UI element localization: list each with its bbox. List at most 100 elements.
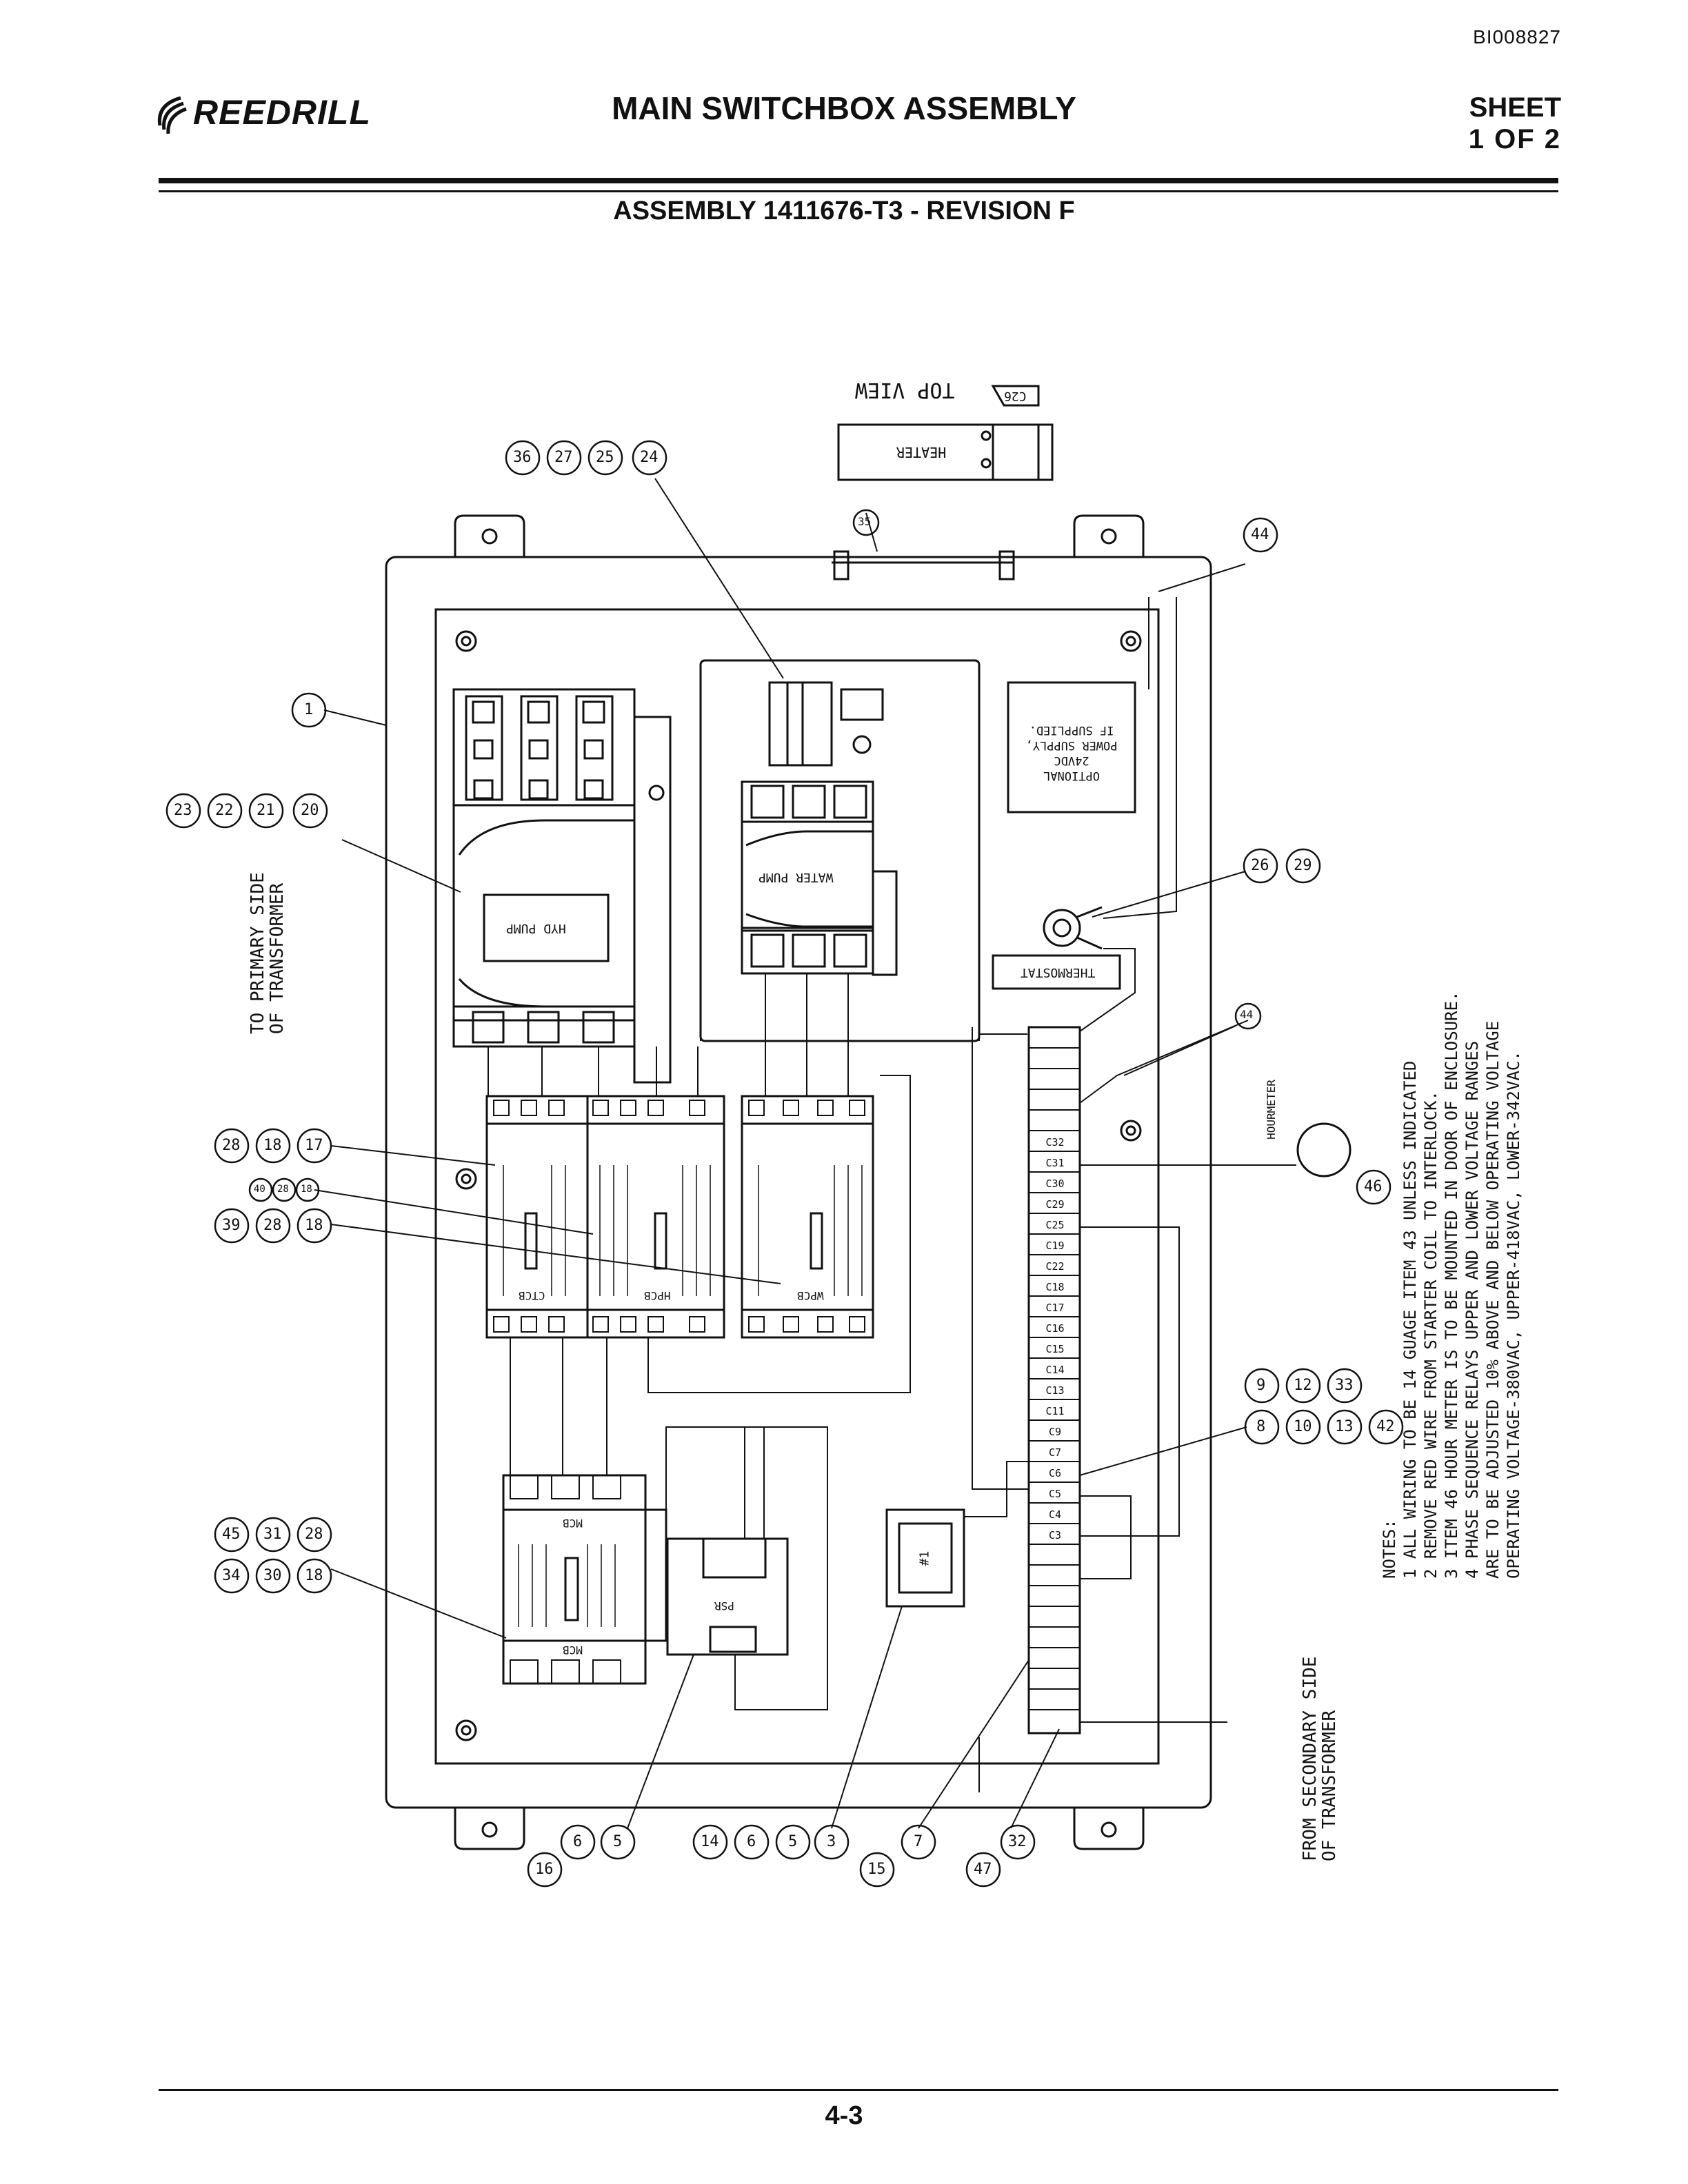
terminal-label: C5	[1048, 1488, 1062, 1500]
terminal-label: C25	[1045, 1219, 1065, 1231]
page-number: 4-3	[825, 2101, 863, 2130]
callout-number: 31	[263, 1526, 282, 1543]
terminal-label: C7	[1048, 1446, 1062, 1459]
relay-1-label: #1	[917, 1550, 932, 1566]
mcb-label-bottom: MCB	[563, 1644, 583, 1657]
breaker-ctcb-label: CTCB	[519, 1289, 545, 1302]
callout-number: 47	[974, 1861, 992, 1878]
callout-number: 23	[174, 802, 192, 819]
mount-tab-bl	[454, 1808, 525, 1850]
note-item: 3 ITEM 46 HOUR METER IS TO BE MOUNTED IN…	[1442, 991, 1461, 1579]
callout-number: 40	[254, 1184, 265, 1195]
hyd-pump-label-box	[483, 893, 610, 962]
terminal-label-list: C32 C31 C30 C29 C25 C19 C22 C18 C17 C16 …	[1034, 1132, 1076, 1546]
callout-number: 34	[222, 1567, 241, 1584]
note-item: ARE TO BE ADJUSTED 10% ABOVE AND BELOW O…	[1483, 1020, 1503, 1579]
c26-tag	[991, 385, 1040, 407]
callout-number: 22	[215, 802, 234, 819]
note-item: 1 ALL WIRING TO BE 14 GUAGE ITEM 43 UNLE…	[1400, 1060, 1420, 1579]
enclosure-outer	[385, 556, 1212, 1809]
callout-number: 8	[1256, 1418, 1266, 1435]
c26-label: C26	[1004, 389, 1027, 403]
terminal-label: C4	[1048, 1508, 1062, 1521]
callout-number: 28	[305, 1526, 323, 1543]
callout-number: 30	[263, 1567, 282, 1584]
footer-rule	[159, 2089, 1558, 2091]
heater-box	[837, 423, 1054, 481]
terminal-label: C6	[1048, 1467, 1062, 1479]
to-primary-line: TO PRIMARY SIDE	[248, 872, 268, 1034]
callout-number: 5	[613, 1833, 623, 1850]
callout-number: 36	[513, 449, 532, 466]
callout-number: 26	[1251, 857, 1269, 874]
callout-number: 3	[827, 1833, 836, 1850]
mount-tab-tl	[454, 514, 525, 557]
callout-number: 18	[305, 1567, 323, 1584]
callout-number: 39	[222, 1217, 241, 1234]
terminal-label: C31	[1045, 1157, 1065, 1169]
callout-number: 35	[858, 515, 872, 528]
callout-number: 15	[867, 1861, 886, 1878]
callout-number: 25	[596, 449, 614, 466]
callout-number: 18	[263, 1137, 282, 1154]
callout-number: 12	[1294, 1377, 1312, 1394]
relay-1	[885, 1508, 965, 1608]
callout-number: 44	[1251, 526, 1269, 543]
hourmeter	[1296, 1122, 1352, 1177]
mcb-label-top: MCB	[563, 1517, 583, 1530]
breaker-wpcb-label: WPCB	[797, 1289, 824, 1302]
terminal-label: C14	[1045, 1364, 1065, 1376]
from-secondary-line: FROM SECONDARY SIDE	[1300, 1656, 1320, 1861]
thermostat-label: THERMOSTAT	[1021, 965, 1096, 980]
optional-supply-line: 24VDC	[1054, 754, 1089, 767]
psr-label: PSR	[714, 1599, 734, 1612]
logo-wordmark: REEDRILL	[193, 93, 371, 132]
callout-number: 16	[535, 1861, 554, 1878]
mount-tab-tr	[1073, 514, 1145, 557]
callout-number: 18	[305, 1217, 323, 1234]
header-rule	[159, 178, 1558, 183]
notes-block: NOTES: 1 ALL WIRING TO BE 14 GUAGE ITEM …	[1379, 991, 1524, 1579]
callout-number: 27	[554, 449, 573, 466]
terminal-label: C17	[1045, 1302, 1065, 1314]
callout-number: 28	[222, 1137, 241, 1154]
callout-number: 6	[573, 1833, 583, 1850]
callout-number: 7	[914, 1833, 923, 1850]
note-item: 4 PHASE SEQUENCE RELAYS UPPER AND LOWER …	[1463, 1040, 1482, 1579]
terminal-label: C22	[1045, 1260, 1065, 1273]
to-primary-label: TO PRIMARY SIDE OF TRANSFORMER	[248, 872, 288, 1034]
terminal-label: C30	[1045, 1177, 1065, 1190]
terminal-label: C13	[1045, 1384, 1065, 1397]
company-logo: REEDRILL	[153, 91, 388, 139]
thermostat	[1043, 909, 1081, 947]
terminal-label: C11	[1045, 1405, 1065, 1417]
terminal-label: C15	[1045, 1343, 1065, 1355]
terminal-label: C3	[1048, 1529, 1062, 1541]
callout-number: 21	[257, 802, 275, 819]
page-title: MAIN SWITCHBOX ASSEMBLY	[612, 90, 1076, 126]
water-pump-label: WATER PUMP	[758, 870, 834, 884]
note-item: 2 REMOVE RED WIRE FROM STARTER COIL TO I…	[1421, 1090, 1440, 1579]
mount-tab-br	[1073, 1808, 1145, 1850]
callout-number: 1	[304, 701, 314, 718]
callout-number: 18	[301, 1184, 312, 1195]
optional-supply-line: IF SUPPLIED.	[1029, 723, 1114, 737]
note-item: OPERATING VOLTAGE-380VAC, UPPER-418VAC, …	[1504, 1051, 1523, 1579]
callout-number: 9	[1256, 1377, 1266, 1394]
document-id: BI008827	[1473, 26, 1561, 48]
callout-number: 42	[1376, 1418, 1395, 1435]
callout-number: 10	[1294, 1418, 1312, 1435]
terminal-label: C18	[1045, 1281, 1065, 1293]
callout-number: 28	[277, 1184, 289, 1195]
terminal-label: C29	[1045, 1198, 1065, 1211]
hyd-pump-label: HYD PUMP	[506, 921, 566, 936]
sheet-number: 1 OF 2	[1468, 124, 1561, 154]
hourmeter-label: HOURMETER	[1264, 1080, 1278, 1140]
sheet-label: SHEET	[1469, 92, 1561, 123]
terminal-label: C32	[1045, 1136, 1065, 1149]
terminal-label: C9	[1048, 1426, 1062, 1438]
terminal-strip	[1027, 1026, 1081, 1735]
optional-power-supply	[1007, 681, 1136, 813]
breaker-hpcb-label: HPCB	[644, 1289, 671, 1302]
